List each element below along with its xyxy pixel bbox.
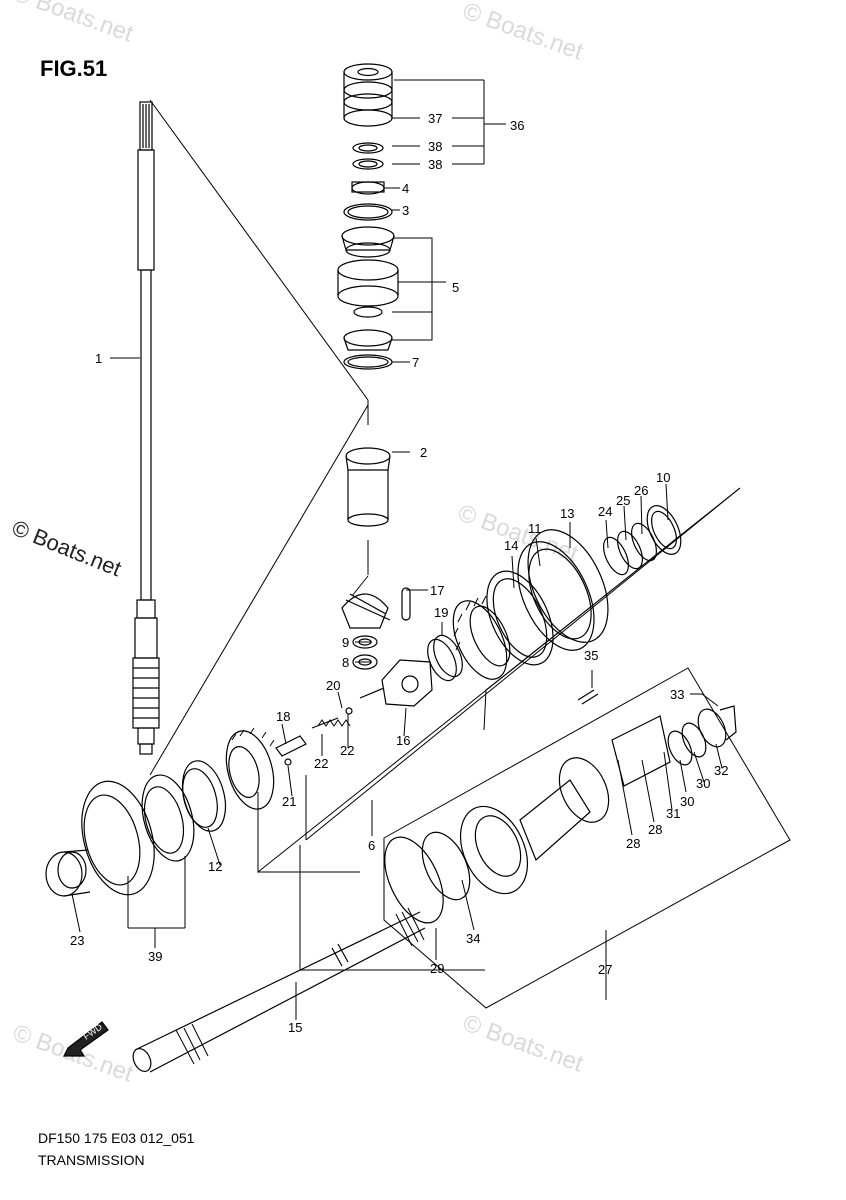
upper-bearing-stack <box>337 63 399 370</box>
sleeve <box>345 447 391 575</box>
callout-label: 13 <box>560 506 574 521</box>
callout-label: 37 <box>428 111 442 126</box>
shim <box>181 760 227 832</box>
thrust-bearing <box>486 570 554 666</box>
callout-label: 38 <box>428 157 442 172</box>
callout-label: 21 <box>282 794 296 809</box>
callout-label: 39 <box>148 949 162 964</box>
figure-caption: TRANSMISSION <box>38 1152 145 1168</box>
callout-label: 1 <box>95 351 102 366</box>
clutch-dog <box>284 659 433 766</box>
leader-line <box>149 404 369 776</box>
callout-label: 20 <box>326 678 340 693</box>
callout-label: 7 <box>412 355 419 370</box>
callout-label: 5 <box>452 280 459 295</box>
callouts <box>71 79 723 1020</box>
callout-label: 4 <box>402 181 409 196</box>
callout-label: 29 <box>430 961 444 976</box>
callout-label: 17 <box>430 583 444 598</box>
drive-shaft <box>132 101 160 755</box>
callout-label: 28 <box>648 822 662 837</box>
callout-label: 30 <box>680 794 694 809</box>
propeller-shaft <box>132 907 426 1073</box>
callout-label: 8 <box>342 655 349 670</box>
leader-line <box>149 99 369 401</box>
callout-label: 2 <box>420 445 427 460</box>
callout-label: 23 <box>70 933 84 948</box>
callout-label: 27 <box>598 962 612 977</box>
callout-label: 18 <box>276 709 290 724</box>
figure-title: FIG.51 <box>40 56 108 81</box>
callout-label: 12 <box>208 859 222 874</box>
shim-washers <box>517 505 682 651</box>
callout-label: 24 <box>598 504 612 519</box>
callout-label: 38 <box>428 139 442 154</box>
callout-label: 3 <box>402 203 409 218</box>
pin <box>401 587 411 621</box>
reverse-gear <box>225 727 275 810</box>
callout-label: 28 <box>626 836 640 851</box>
shaft-housing <box>383 667 791 1009</box>
cross-pin <box>275 735 307 757</box>
callout-label: 15 <box>288 1020 302 1035</box>
callout-label: 25 <box>616 493 630 508</box>
callout-label: 14 <box>504 538 518 553</box>
callout-label: 16 <box>396 733 410 748</box>
figure-code: DF150 175 E03 012_051 <box>38 1130 195 1146</box>
bevel-gear-forward <box>427 595 511 682</box>
callout-label: 32 <box>714 763 728 778</box>
bushing-23 <box>45 849 91 897</box>
callout-label: 9 <box>342 635 349 650</box>
callout-label: 31 <box>666 806 680 821</box>
callout-label: 11 <box>528 521 542 536</box>
callout-labels: 1 2 3 4 5 6 7 8 9 10 11 12 13 14 15 16 1… <box>70 111 728 1035</box>
bearing-39 <box>81 774 195 896</box>
callout-label: 30 <box>696 776 710 791</box>
callout-label: 22 <box>314 756 328 771</box>
callout-label: 33 <box>670 687 684 702</box>
callout-label: 34 <box>466 931 480 946</box>
forward-arrow-icon <box>63 1021 109 1057</box>
callout-label: 10 <box>656 470 670 485</box>
callout-label: 22 <box>340 743 354 758</box>
callout-label: 35 <box>584 648 598 663</box>
callout-label: 6 <box>368 838 375 853</box>
callout-label: 26 <box>634 483 648 498</box>
callout-label: 19 <box>434 605 448 620</box>
callout-label: 36 <box>510 118 524 133</box>
pinion-gear <box>341 593 391 670</box>
